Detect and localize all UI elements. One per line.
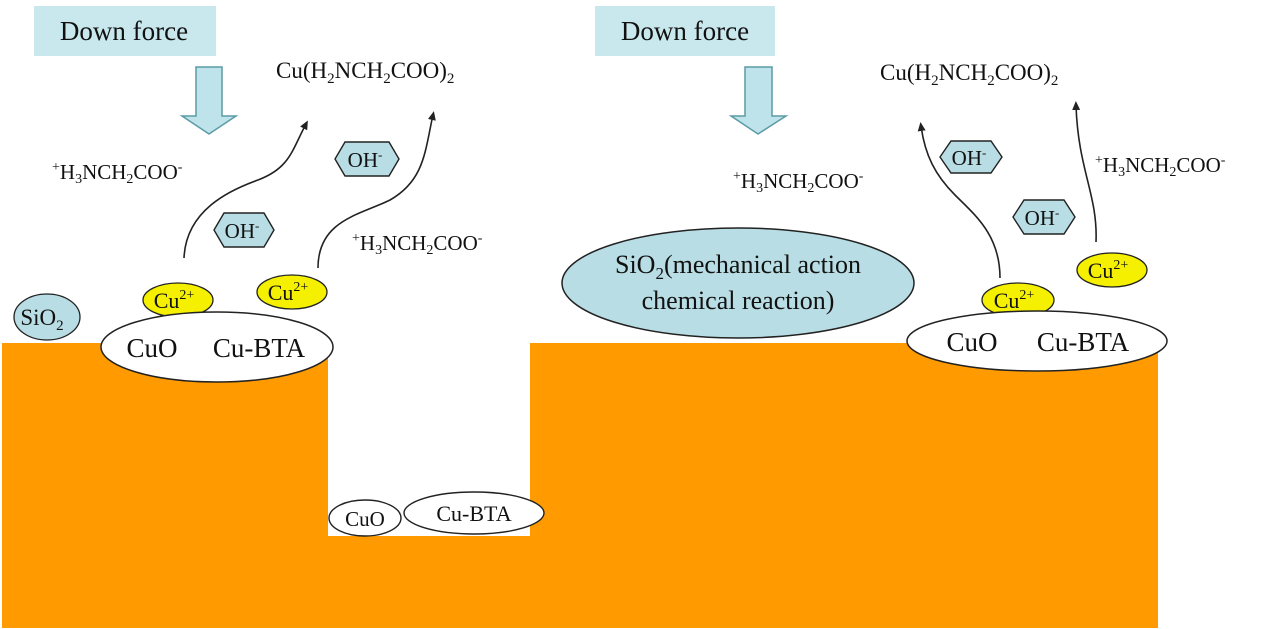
glycine-ion-label: +H3NCH2COO- — [733, 169, 864, 196]
copper-ion-ellipse — [256, 274, 328, 310]
down-force-label-box — [34, 6, 216, 56]
cuo-label: CuO — [946, 327, 997, 357]
down-force-label: Down force — [621, 16, 749, 46]
glycine-ion-label: +H3NCH2COO- — [52, 160, 183, 187]
silica-particle — [13, 293, 81, 341]
left-section: Down force Cu(H2NCH2COO)2 +H3NCH2COO- +H… — [13, 6, 483, 383]
hydroxide-hexagon — [939, 140, 1003, 174]
down-force-label-box — [595, 6, 775, 56]
hydroxide-hexagon — [1012, 199, 1076, 235]
glycine-ion-label: +H3NCH2COO- — [1095, 153, 1226, 180]
copper-ion-ellipse — [1076, 252, 1148, 288]
down-force-label: Down force — [60, 16, 188, 46]
hydroxide-label: OH- — [1025, 205, 1060, 230]
glycine-complex-label: Cu(H2NCH2COO)2 — [880, 60, 1058, 89]
trench-section: CuO Cu-BTA — [328, 491, 545, 537]
silica-particle — [561, 227, 915, 339]
glycine-ion-label: +H3NCH2COO- — [352, 231, 483, 258]
reaction-arrow — [1072, 101, 1097, 243]
cuo-label: CuO — [126, 333, 177, 363]
reaction-arrow — [917, 122, 1001, 279]
cuo-label: CuO — [345, 507, 385, 531]
down-force-arrow — [728, 66, 789, 135]
hydroxide-hexagon — [334, 141, 400, 177]
cuo-film — [328, 499, 402, 537]
copper-ion-label: Cu2+ — [1088, 258, 1129, 283]
copper-ion-label: Cu2+ — [154, 288, 195, 313]
cu-bta-film — [403, 491, 545, 535]
silica-label: SiO2 — [20, 305, 63, 334]
reaction-arrow — [183, 120, 308, 259]
copper-ion-label: Cu2+ — [994, 288, 1035, 313]
silica-label-line-2: chemical reaction) — [642, 286, 835, 315]
passivation-film — [906, 310, 1168, 372]
hydroxide-label: OH- — [952, 145, 987, 170]
down-force-arrow — [179, 66, 239, 135]
cu-bta-label: Cu-BTA — [1037, 327, 1130, 357]
copper-substrate — [2, 343, 1158, 628]
hydroxide-hexagon — [213, 212, 275, 248]
passivation-film — [100, 311, 334, 383]
cu-bta-label: Cu-BTA — [213, 333, 306, 363]
silica-label-line-1: SiO2(mechanical action — [615, 250, 861, 283]
copper-ion-label: Cu2+ — [268, 280, 309, 305]
right-section: Down force Cu(H2NCH2COO)2 +H3NCH2COO- +H… — [561, 6, 1226, 372]
hydroxide-label: OH- — [348, 147, 383, 172]
cu-bta-label: Cu-BTA — [436, 501, 511, 526]
reaction-arrow — [317, 111, 436, 269]
hydroxide-label: OH- — [225, 218, 260, 243]
glycine-complex-label: Cu(H2NCH2COO)2 — [276, 58, 454, 87]
